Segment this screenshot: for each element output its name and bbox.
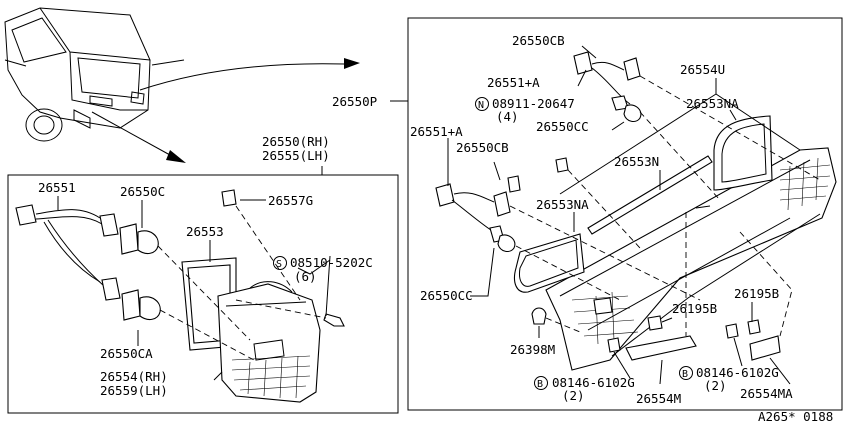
left-detail-frame [7,174,399,414]
label-bolt-right-qty: (2) [704,378,727,393]
rear-finisher-panel [545,147,837,371]
label-bulb-mid-right: 26550CB [456,140,509,155]
pointer-arrows [91,58,360,163]
diagram-code: A265* 0188 [758,409,833,424]
label-clip-center: 26195B [672,301,717,316]
label-bracket-right: 26554MA [740,386,793,401]
label-grommet: 26398M [510,342,555,357]
bracket-right-right [725,319,781,361]
gasket-right-top [713,115,773,191]
bulb-lower-left [121,289,161,321]
left-leader-lines [57,166,331,381]
right-leader-lines [447,45,821,385]
label-screw-left: 08510-5202C [290,255,373,270]
label-bolt-right: 08146-6102G [696,365,779,380]
label-harness-left: 26551 [38,180,76,195]
symbol-n-circle [475,97,489,111]
symbol-b-left: B [537,379,543,390]
nut-upper-right [555,157,569,173]
symbol-n: N [478,100,484,111]
label-harness-top-right: 26551+A [487,75,540,90]
label-gasket-right-top: 26553NA [686,96,739,111]
label-gasket-left: 26553 [186,224,224,239]
bulb-upper-left [119,223,159,255]
part-labels: 26550P 26550(RH) 26555(LH) 26551 26550C … [38,33,833,424]
label-socket-right-top: 26550CC [536,119,589,134]
label-nut-right-qty: (4) [496,109,519,124]
symbol-b-right: B [682,369,688,380]
label-socket-right-bottom: 26550CC [420,288,473,303]
label-lens-lh: 26559(LH) [100,383,168,398]
clip-nut-left [221,189,237,207]
symbol-s-circle [273,256,287,270]
label-clip-nut: 26557G [268,193,313,208]
label-lens-rh: 26554(RH) [100,369,168,384]
label-strip: 26553N [614,154,659,169]
screw-left [323,255,345,327]
label-screw-left-qty: (6) [294,269,317,284]
label-bolt-left-qty: (2) [562,388,585,403]
bracket-left-right [607,315,697,361]
wiring-harness-left [15,204,121,301]
lamp-lens-left [217,281,321,403]
label-clip-right: 26195B [734,286,779,301]
vehicle-illustration [4,7,185,142]
label-bracket-left: 26554M [636,391,681,406]
label-gasket-right-mid: 26553NA [536,197,589,212]
label-nut-right: 08911-20647 [492,96,575,111]
wiring-harness-upper-right [573,51,641,111]
label-bulb-upper-left: 26550C [120,184,165,199]
symbol-b-circle-left [534,376,548,390]
strip-molding [587,155,713,235]
label-bulb-top-right: 26550CB [512,33,565,48]
right-detail-frame [407,17,843,411]
symbol-b-circle-right [679,366,693,380]
symbol-s: S [276,259,282,270]
label-assy-left-rh: 26550(RH) [262,134,330,149]
grommet-right [531,307,547,325]
wiring-harness-middle-right [435,175,521,243]
label-harness-mid-right: 26551+A [410,124,463,139]
gasket-right-mid [513,233,585,293]
label-assy-left-lh: 26555(LH) [262,148,330,163]
label-bolt-left: 08146-6102G [552,375,635,390]
socket-upper-right [623,104,642,123]
label-finisher: 26554U [680,62,725,77]
socket-middle-right [497,234,516,253]
label-bulb-lower-left: 26550CA [100,346,153,361]
label-assy-right: 26550P [332,94,377,109]
